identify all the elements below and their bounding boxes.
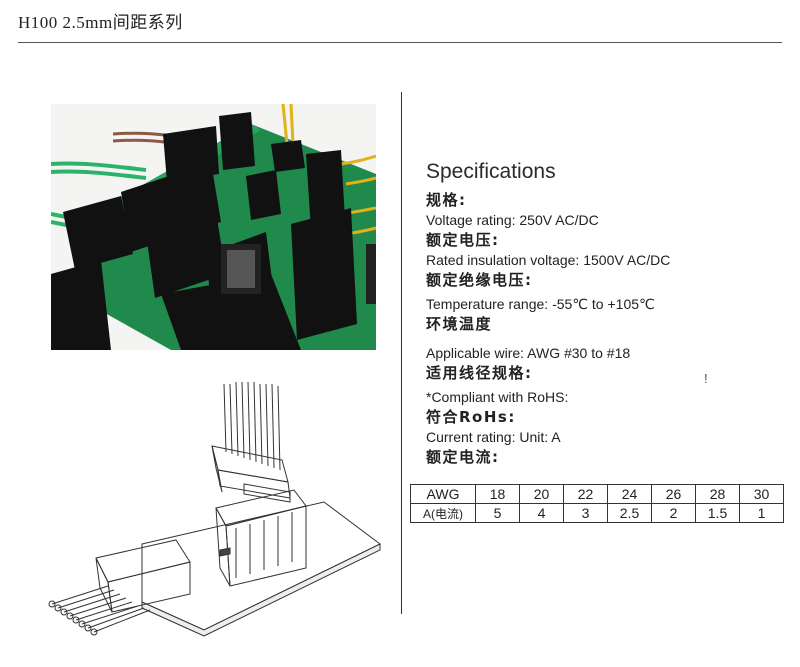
spec-applicable-wire: Applicable wire: AWG #30 to #18 [426, 345, 631, 361]
spec-label-cn: 规格: [426, 191, 467, 209]
spec-temperature-range-cn: 环境温度 [426, 315, 493, 333]
table-cell: 28 [695, 484, 740, 504]
table-cell: AWG [410, 484, 476, 504]
table-cell: 4 [519, 503, 564, 523]
stray-mark: ! [704, 371, 708, 386]
spec-rohs-cn: 符合RoHs: [426, 408, 516, 426]
table-row: AWG 18 20 22 24 26 28 30 [410, 484, 784, 504]
spec-insulation-voltage: Rated insulation voltage: 1500V AC/DC [426, 252, 671, 268]
technical-drawing [44, 372, 389, 644]
page-header-title: H100 2.5mm间距系列 [18, 13, 183, 32]
table-cell: 18 [475, 484, 520, 504]
spec-insulation-voltage-cn: 额定绝缘电压: [426, 271, 533, 289]
spec-temperature-range: Temperature range: -55℃ to +105℃ [426, 296, 655, 312]
spec-rohs: *Compliant with RoHS: [426, 389, 569, 405]
table-cell: 1 [739, 503, 784, 523]
spec-voltage-rating-cn: 额定电压: [426, 231, 500, 249]
spec-current-rating: Current rating: Unit: A [426, 429, 561, 445]
table-cell: 5 [475, 503, 520, 523]
awg-current-table: AWG 18 20 22 24 26 28 30 A(电流) 5 4 3 2.5… [410, 484, 784, 523]
spec-applicable-wire-cn: 适用线径规格: [426, 364, 533, 382]
table-cell: 2 [651, 503, 696, 523]
table-cell: 3 [563, 503, 608, 523]
column-divider [401, 92, 402, 614]
table-cell: 20 [519, 484, 564, 504]
table-cell: A(电流) [410, 503, 476, 523]
product-photo [51, 104, 376, 350]
table-cell: 24 [607, 484, 652, 504]
header-rule [18, 42, 782, 43]
specifications-block: Specifications 规格: Voltage rating: 250V … [426, 160, 796, 468]
spec-voltage-rating: Voltage rating: 250V AC/DC [426, 212, 599, 228]
table-cell: 2.5 [607, 503, 652, 523]
table-row: A(电流) 5 4 3 2.5 2 1.5 1 [410, 503, 784, 523]
specifications-title: Specifications [426, 160, 556, 183]
table-cell: 22 [563, 484, 608, 504]
table-cell: 26 [651, 484, 696, 504]
table-cell: 1.5 [695, 503, 740, 523]
table-cell: 30 [739, 484, 784, 504]
spec-current-rating-cn: 额定电流: [426, 448, 500, 466]
